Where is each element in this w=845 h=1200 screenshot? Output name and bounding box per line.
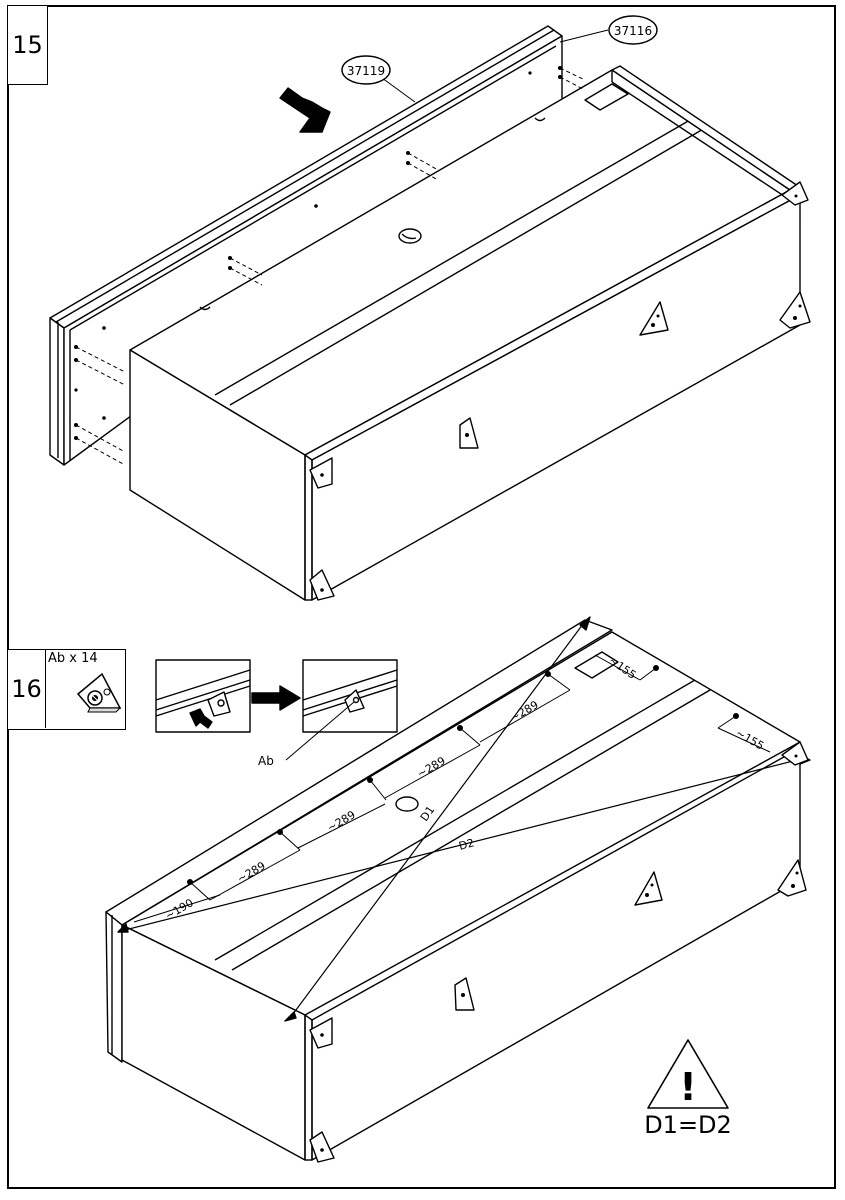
- callout-37119-text: 37119: [347, 64, 385, 78]
- callout-37119: [341, 55, 391, 85]
- callout-37116-text: 37116: [614, 24, 652, 38]
- step-15-label: 15: [12, 31, 43, 59]
- step-16-number: 16: [8, 650, 46, 728]
- diagonal-d2-label: D2: [457, 836, 475, 853]
- cabinet-body-step15: [129, 65, 801, 601]
- step-16-header: 16 Ab x 14: [7, 649, 126, 730]
- part-ab-callout: Ab: [258, 754, 274, 768]
- step-16-label: 16: [11, 675, 42, 703]
- corner-blocks-15: [309, 181, 811, 601]
- dowel-guides-15: [75, 67, 586, 466]
- cable-hole: [395, 796, 419, 812]
- dowels-15: [74, 66, 562, 440]
- parts-count-label: Ab x 14: [48, 651, 98, 666]
- screw-points: [187, 665, 739, 885]
- dimension-lines: [133, 654, 771, 923]
- detail-box-after: [302, 659, 398, 733]
- press-arrow: [189, 708, 213, 729]
- diagonals: [124, 619, 806, 1019]
- insert-direction-arrow: [279, 87, 331, 133]
- page-frame: [7, 5, 836, 1189]
- step-15-number: 15: [7, 5, 48, 85]
- warning-triangle-icon: [647, 1039, 729, 1109]
- corner-block-icon: [76, 672, 122, 713]
- callout-37116: [608, 15, 658, 45]
- next-arrow: [251, 685, 301, 711]
- warning-equation: D1=D2: [644, 1111, 732, 1139]
- warning-exclamation-icon: !: [679, 1065, 696, 1109]
- cabinet-body-step16: [105, 619, 801, 1161]
- corner-blocks-16: [309, 741, 809, 1163]
